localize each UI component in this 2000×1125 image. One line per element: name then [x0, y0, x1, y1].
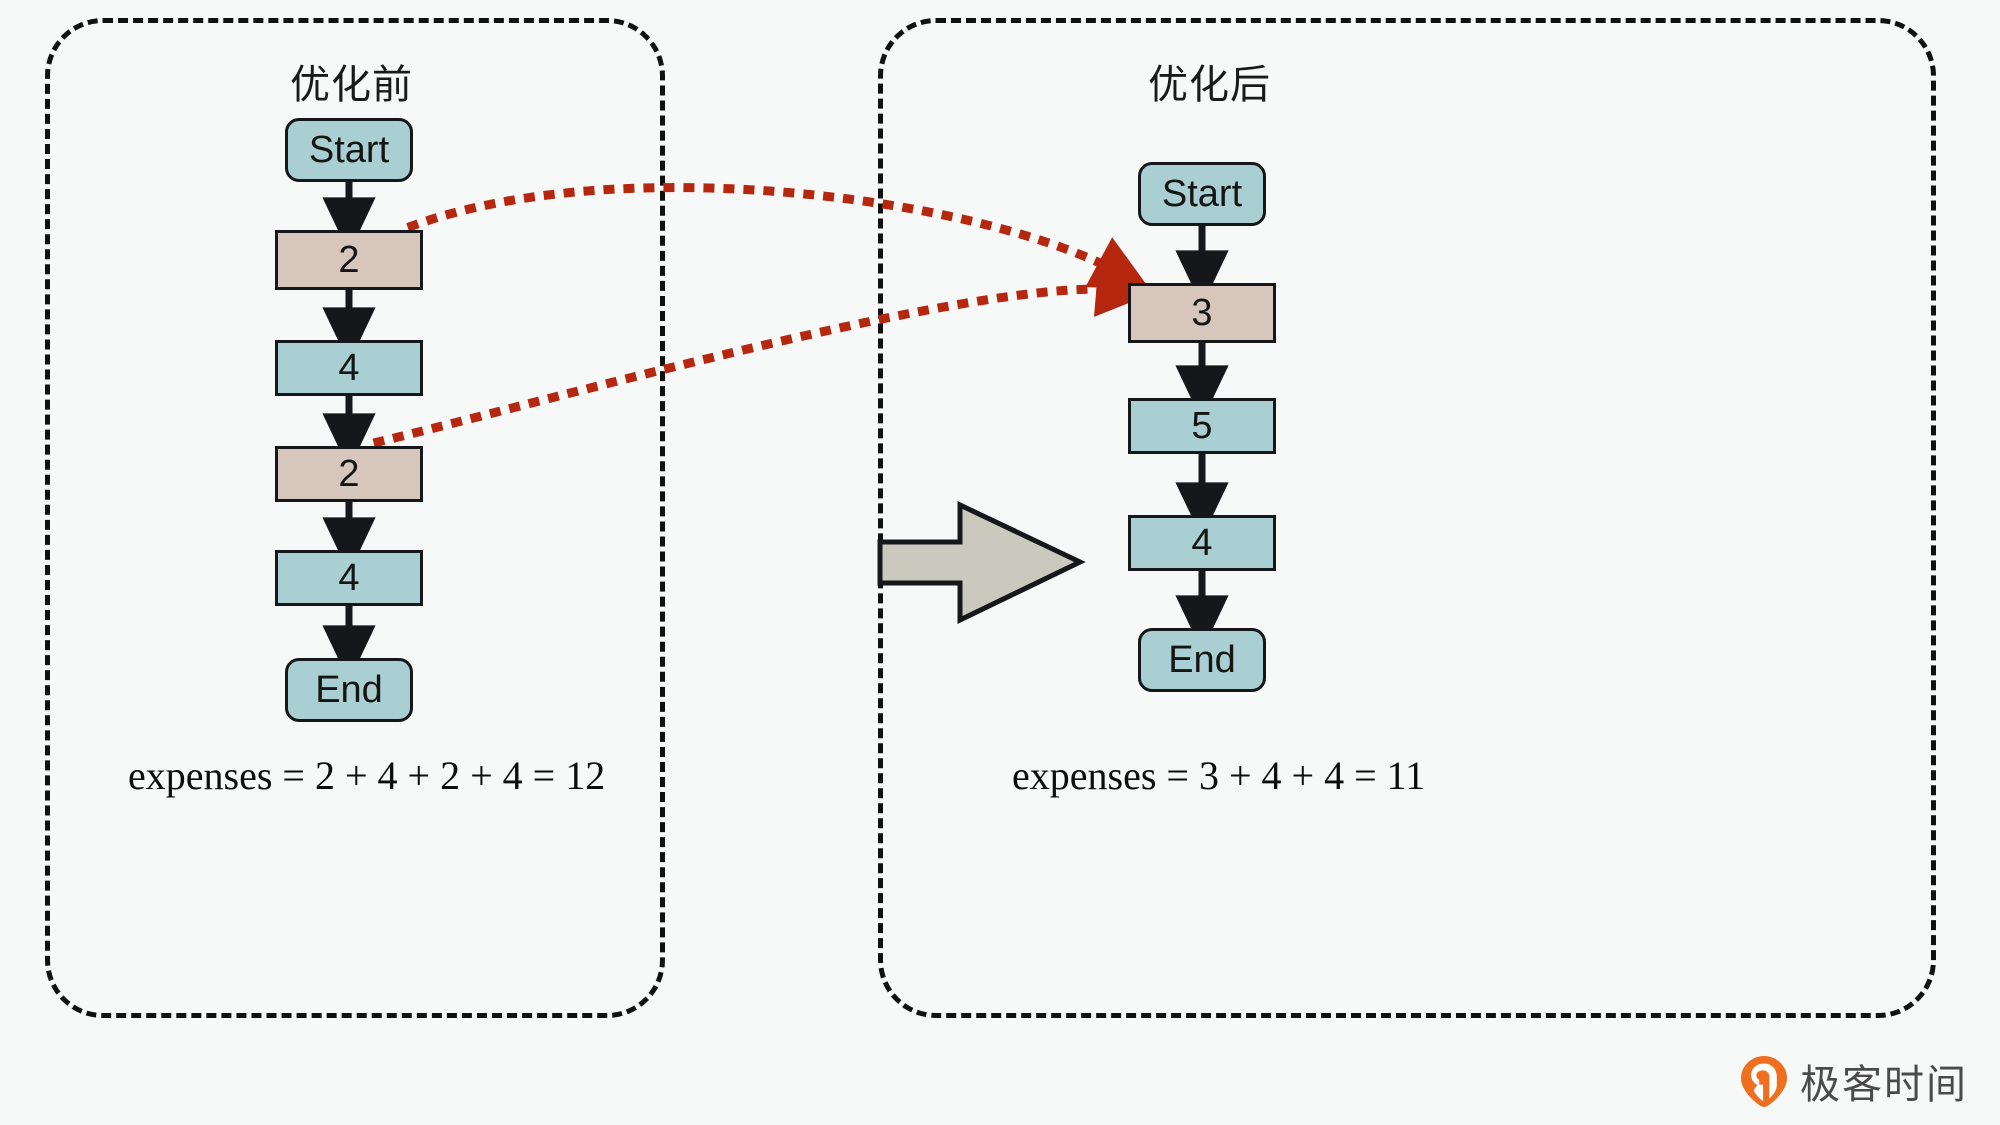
expenses-formula-before: expenses = 2 + 4 + 2 + 4 = 12 [128, 753, 606, 798]
panel-before-title: 优化前 [290, 63, 413, 107]
node-before-step-1[interactable]: 2 [275, 230, 423, 290]
panel-before-optimization [45, 18, 665, 1018]
node-after-end[interactable]: End [1138, 628, 1266, 692]
panel-after-title: 优化后 [1148, 63, 1271, 107]
watermark-text: 极客时间 [1800, 1063, 1968, 1107]
node-before-start[interactable]: Start [285, 118, 413, 182]
node-before-step-2[interactable]: 4 [275, 340, 423, 396]
node-after-start[interactable]: Start [1138, 162, 1266, 226]
node-after-step-2[interactable]: 5 [1128, 398, 1276, 454]
node-after-step-1[interactable]: 3 [1128, 283, 1276, 343]
expenses-formula-after: expenses = 3 + 4 + 4 = 11 [1012, 753, 1426, 798]
node-before-step-4[interactable]: 4 [275, 550, 423, 606]
node-before-end[interactable]: End [285, 658, 413, 722]
panel-after-optimization [878, 18, 1936, 1018]
node-before-step-3[interactable]: 2 [275, 446, 423, 502]
node-after-step-3[interactable]: 4 [1128, 515, 1276, 571]
watermark: 极客时间 [1740, 1052, 1968, 1110]
geektime-pin-logo-icon [1741, 1056, 1787, 1107]
